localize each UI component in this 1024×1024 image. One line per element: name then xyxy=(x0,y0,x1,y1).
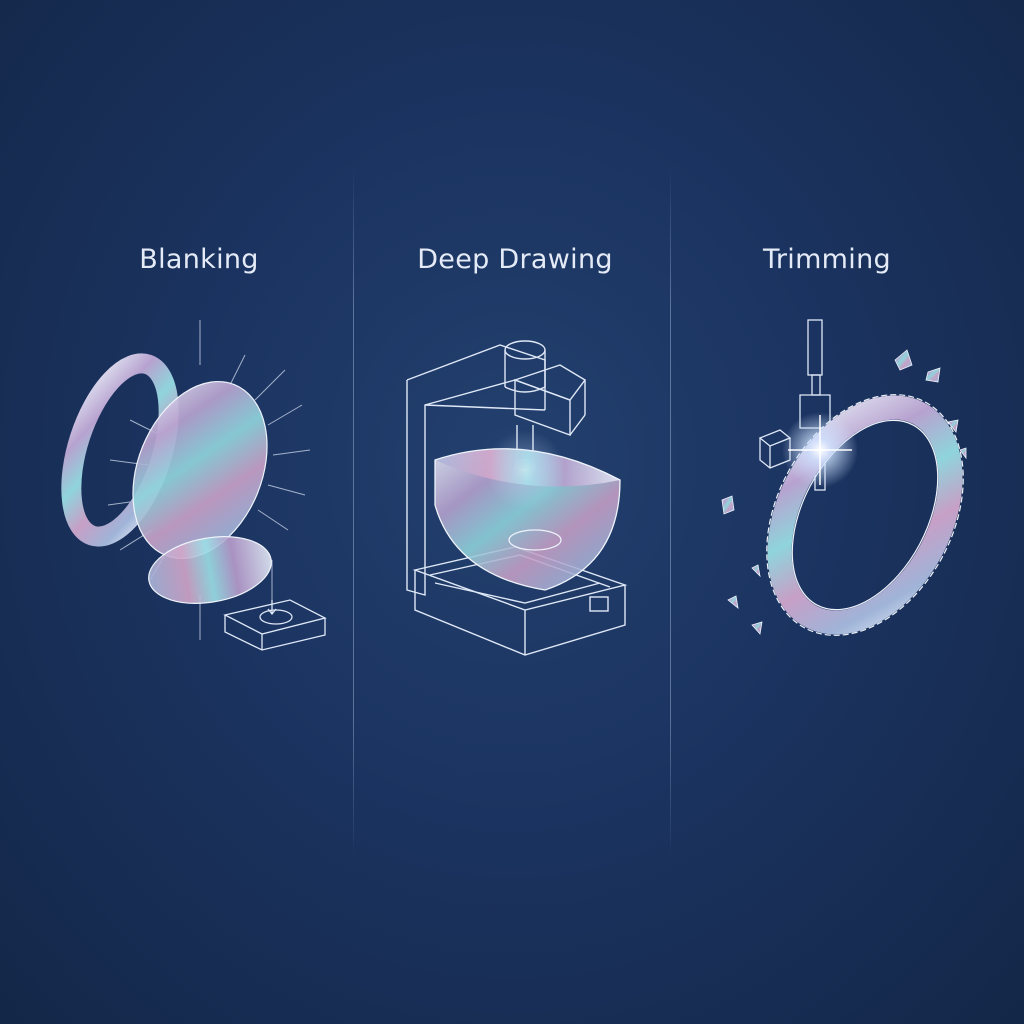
step-label-trimming: Trimming xyxy=(763,244,891,275)
trimming-cutter-icon xyxy=(721,319,967,636)
step-label-deep-drawing: Deep Drawing xyxy=(417,244,613,275)
divider-2 xyxy=(670,168,671,856)
divider-1 xyxy=(353,168,354,856)
step-label-blanking: Blanking xyxy=(139,244,259,275)
blanking-press-icon xyxy=(61,320,327,651)
deep-drawing-press-icon xyxy=(406,340,628,656)
